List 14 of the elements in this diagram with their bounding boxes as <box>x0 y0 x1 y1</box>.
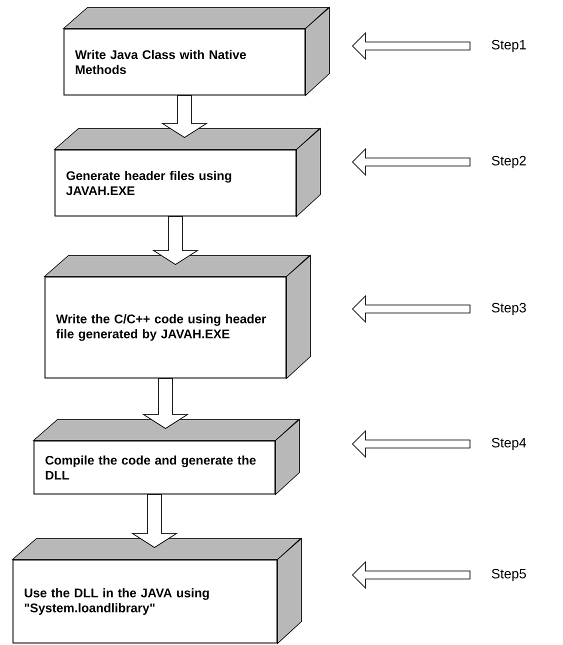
step-label: Step3 <box>492 302 526 316</box>
step-label: Step1 <box>492 40 526 52</box>
block-arrow <box>352 32 470 60</box>
step-label: Step4 <box>492 438 526 450</box>
step-label: Step5 <box>492 568 526 582</box>
block-arrow <box>352 295 470 323</box>
step-label: Step2 <box>492 156 526 168</box>
block-arrow <box>161 95 208 138</box>
block-arrow <box>131 494 178 548</box>
block-arrow <box>152 216 199 265</box>
block-arrow <box>352 430 470 458</box>
block-arrow <box>352 148 470 176</box>
block-arrow <box>352 561 470 589</box>
block-arrow <box>142 378 189 429</box>
